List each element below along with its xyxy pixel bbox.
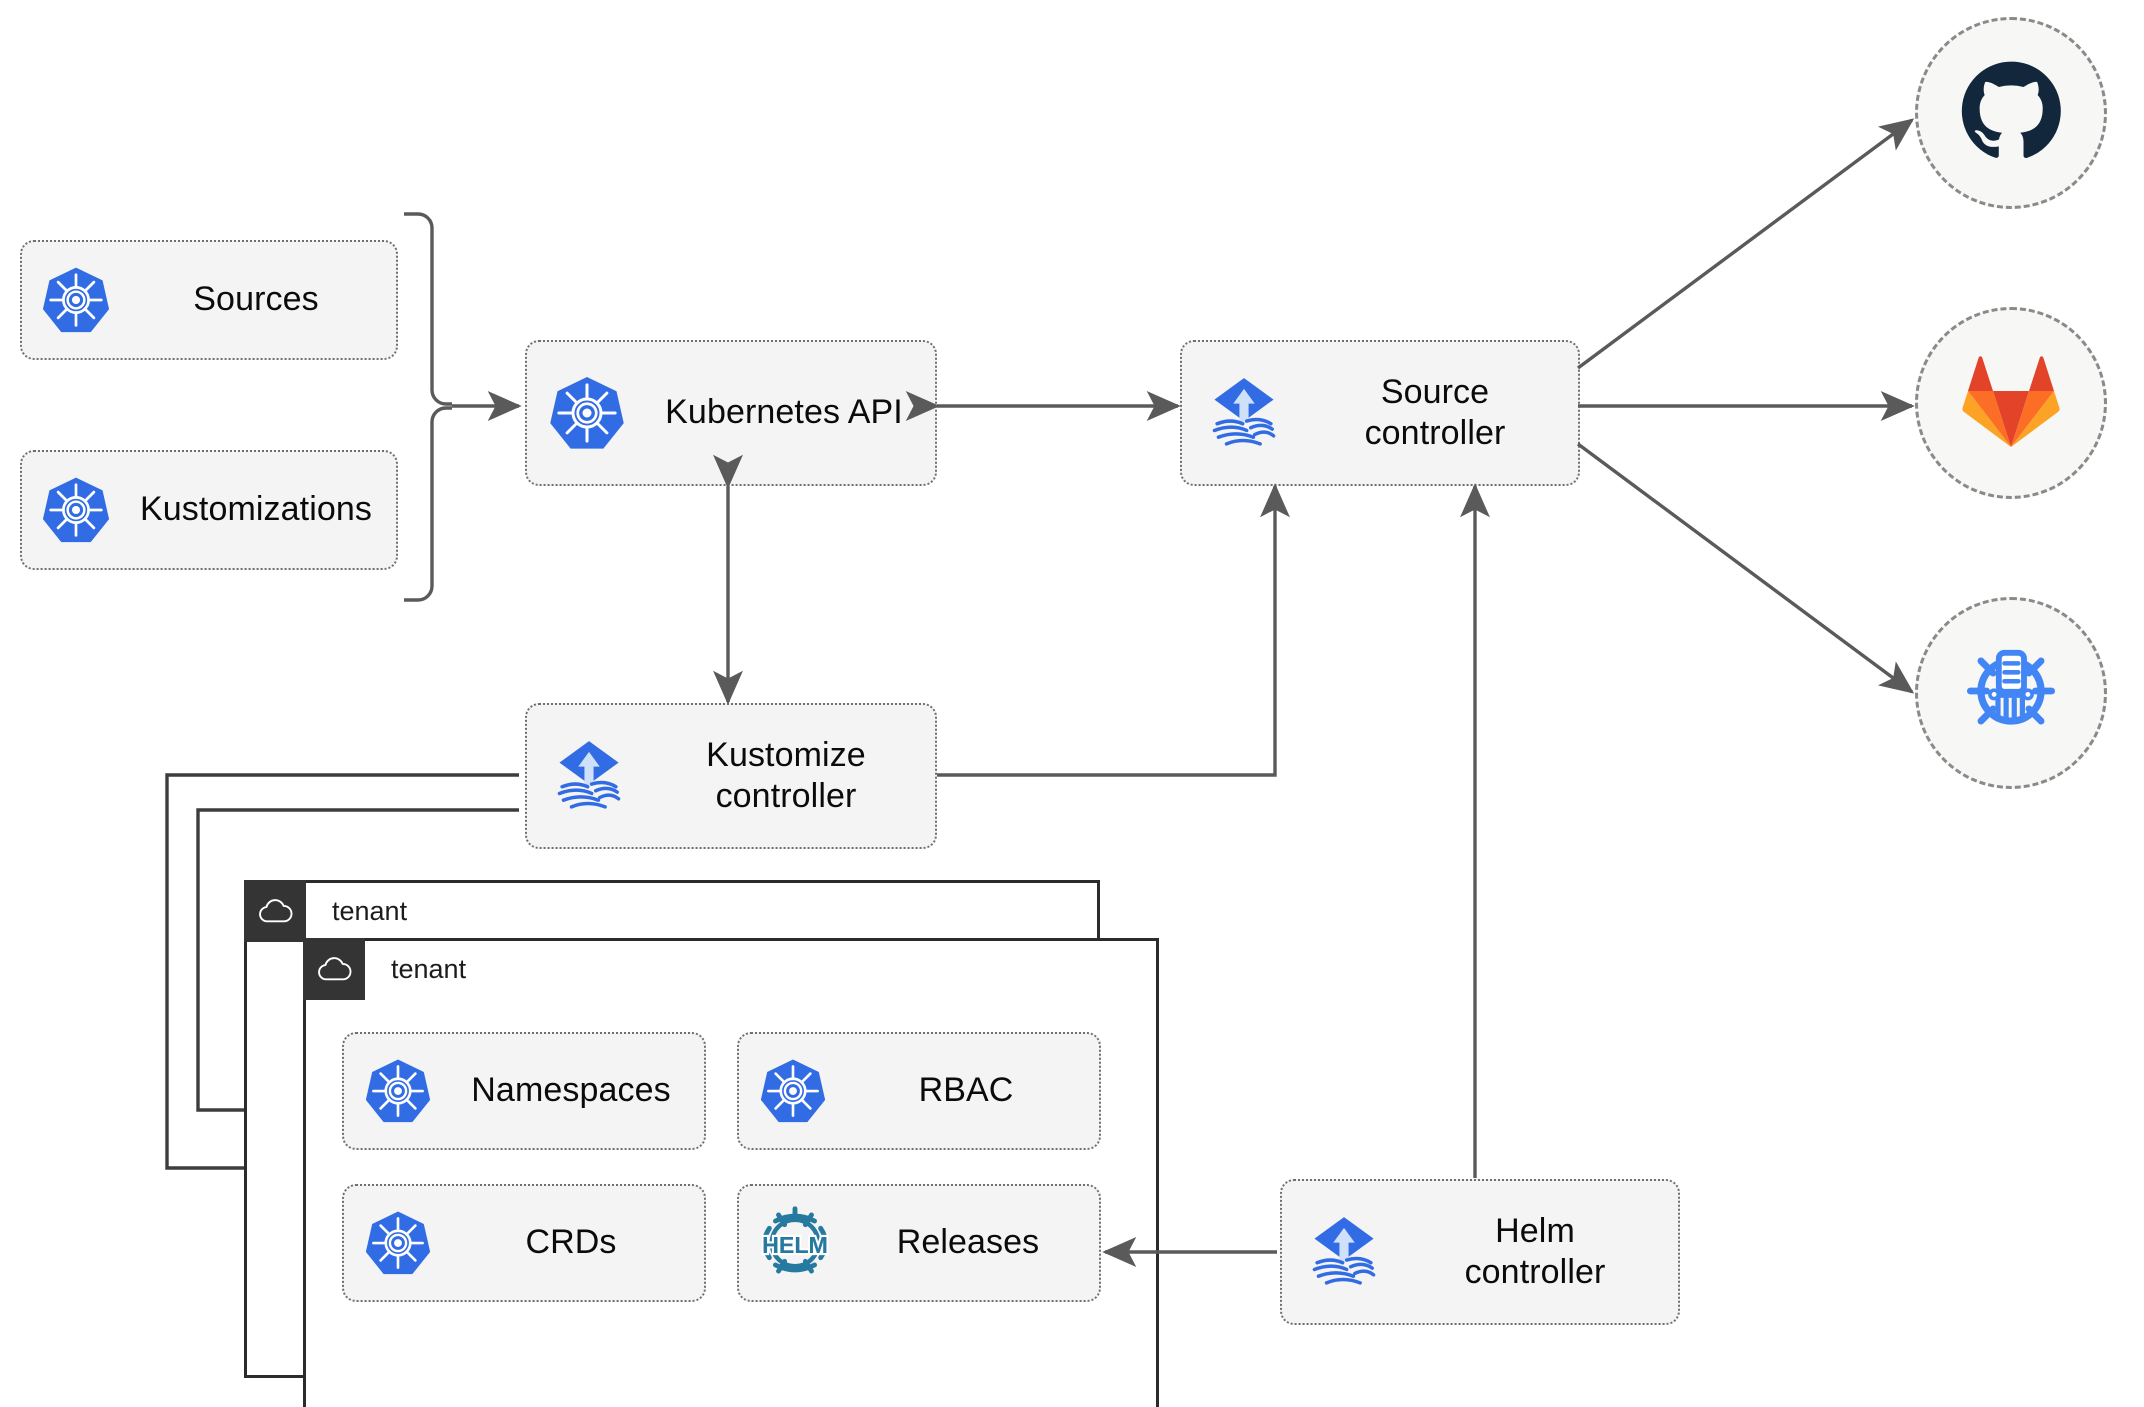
kubernetes-icon [344, 1056, 452, 1126]
node-crds-label: CRDs [525, 1223, 617, 1262]
kubernetes-icon [527, 373, 647, 453]
helm-icon: HELM HELM [739, 1203, 851, 1283]
node-helm-controller-label: Helm controller [1464, 1211, 1606, 1291]
node-namespaces[interactable]: Namespaces [342, 1032, 706, 1150]
tenant-label-1: tenant [332, 895, 408, 926]
cloud-icon [303, 938, 365, 1000]
edge-kustomize-to-source-controller [937, 483, 1290, 777]
node-releases-label: Releases [896, 1223, 1040, 1262]
edge-source-controller-to-helm-repo [1576, 442, 1915, 694]
node-rbac-label: RBAC [918, 1071, 1014, 1110]
node-kustomizations-label: Kustomizations [140, 490, 372, 529]
node-namespaces-label: Namespaces [471, 1071, 671, 1110]
node-sources-label: Sources [193, 280, 319, 319]
node-sources[interactable]: Sources [20, 240, 398, 360]
tenant-header-2: tenant [303, 938, 466, 1000]
group-brace [404, 212, 452, 602]
edge-source-controller-to-github [1576, 118, 1915, 370]
flux-icon [527, 733, 651, 819]
provider-github[interactable] [1915, 17, 2107, 209]
node-source-controller-label: Source controller [1364, 372, 1506, 452]
tenant-box-2[interactable]: tenant [303, 938, 1159, 1407]
node-kustomizations[interactable]: Kustomizations [20, 450, 398, 570]
svg-text:HELM: HELM [762, 1232, 828, 1258]
flux-icon [1182, 370, 1306, 456]
node-kustomize-controller[interactable]: Kustomize controller [525, 703, 937, 849]
node-helm-controller[interactable]: Helm controller [1280, 1179, 1680, 1325]
node-kubernetes-api-label: Kubernetes API [665, 393, 903, 432]
node-kubernetes-api[interactable]: Kubernetes API [525, 340, 937, 486]
kubernetes-icon [344, 1208, 452, 1278]
github-icon [1959, 59, 2063, 168]
cloud-icon [244, 880, 306, 942]
kubernetes-icon [739, 1056, 847, 1126]
helm-repository-icon [1959, 639, 2063, 748]
tenant-label-2: tenant [391, 953, 467, 984]
svg-text:HELM: HELM [762, 1232, 828, 1258]
kubernetes-icon [22, 474, 130, 546]
node-source-controller[interactable]: Source controller [1180, 340, 1580, 486]
node-releases[interactable]: HELM HELM Releases [737, 1184, 1101, 1302]
flux-icon [1282, 1209, 1406, 1295]
tenant-header-1: tenant [244, 880, 407, 942]
node-crds[interactable]: CRDs [342, 1184, 706, 1302]
provider-helm-repository[interactable] [1915, 597, 2107, 789]
node-rbac[interactable]: RBAC [737, 1032, 1101, 1150]
provider-gitlab[interactable] [1915, 307, 2107, 499]
gitlab-icon [1961, 353, 2061, 454]
node-kustomize-controller-label: Kustomize controller [706, 735, 866, 815]
kubernetes-icon [22, 264, 130, 336]
